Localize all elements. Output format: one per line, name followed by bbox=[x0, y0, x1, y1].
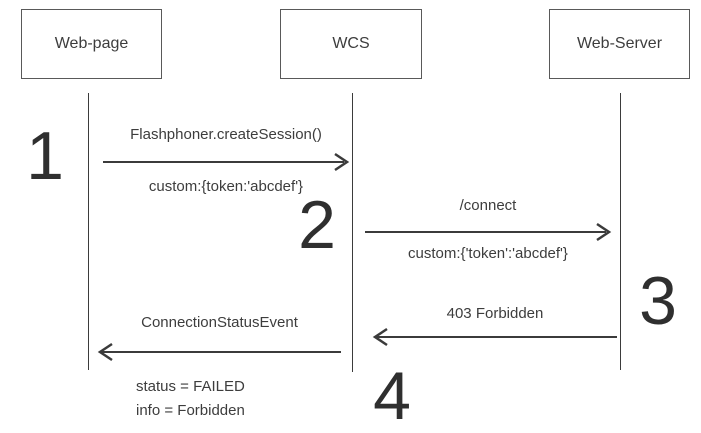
actor-label-web-page: Web-page bbox=[54, 35, 129, 52]
actor-box-web-server: Web-Server bbox=[549, 9, 690, 79]
message-1-sublabel: custom:{token:'abcdef'} bbox=[148, 178, 304, 195]
message-3-arrow-left-icon bbox=[372, 327, 617, 347]
actor-label-web-server: Web-Server bbox=[576, 35, 663, 52]
message-3-label: 403 Forbidden bbox=[446, 305, 544, 322]
message-1-arrow-right-icon bbox=[103, 152, 350, 172]
lifeline-web-page bbox=[88, 93, 89, 370]
step-number-4: 4 bbox=[373, 358, 411, 433]
actor-box-wcs: WCS bbox=[280, 9, 422, 79]
lifeline-wcs bbox=[352, 93, 353, 372]
message-4-label: ConnectionStatusEvent bbox=[141, 314, 298, 331]
message-2-label: /connect bbox=[459, 197, 517, 214]
message-2-sublabel: custom:{'token':'abcdef'} bbox=[408, 245, 568, 262]
step-number-1: 1 bbox=[26, 118, 64, 194]
message-4-result-status: status = FAILED bbox=[136, 378, 245, 395]
lifeline-web-server bbox=[620, 93, 621, 370]
message-4-result-info: info = Forbidden bbox=[136, 402, 245, 419]
actor-label-wcs: WCS bbox=[332, 35, 370, 52]
step-number-2: 2 bbox=[298, 187, 336, 263]
message-4-arrow-left-icon bbox=[97, 342, 341, 362]
actor-box-web-page: Web-page bbox=[21, 9, 162, 79]
message-2-arrow-right-icon bbox=[365, 222, 612, 242]
step-number-3: 3 bbox=[639, 263, 677, 339]
message-1-label: Flashphoner.createSession() bbox=[130, 126, 322, 143]
